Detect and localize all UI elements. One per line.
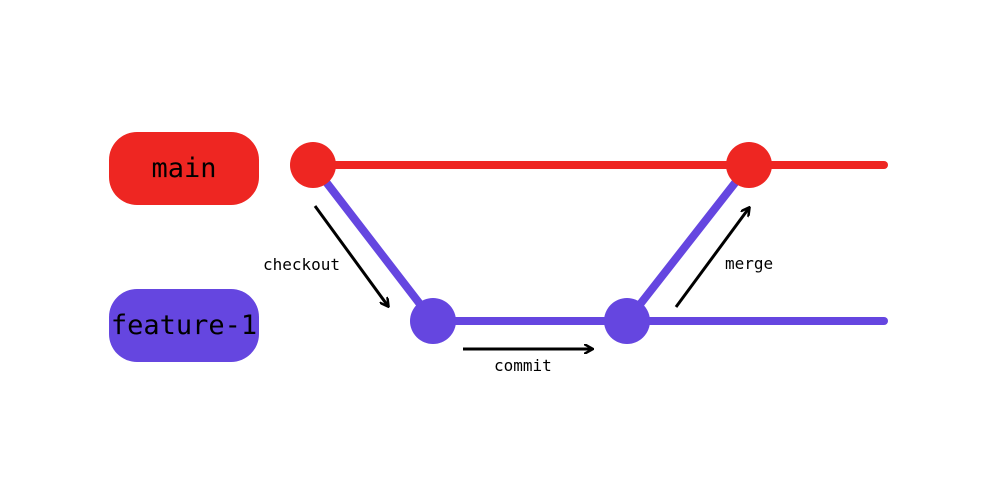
checkout-label: checkout [263, 255, 340, 274]
checkout-arrow [313, 205, 388, 306]
main-branch-label: main [109, 132, 259, 205]
merge-arrow [674, 208, 749, 308]
merge-branch-line [623, 161, 753, 325]
feature-branch-label: feature-1 [109, 289, 259, 362]
feature-first-commit-node [410, 298, 456, 344]
main-start-commit-node [290, 142, 336, 188]
merge-label: merge [725, 254, 773, 273]
commit-label: commit [494, 356, 552, 375]
main-merge-commit-node [726, 142, 772, 188]
feature-second-commit-node [604, 298, 650, 344]
checkout-branch-line [309, 161, 437, 325]
